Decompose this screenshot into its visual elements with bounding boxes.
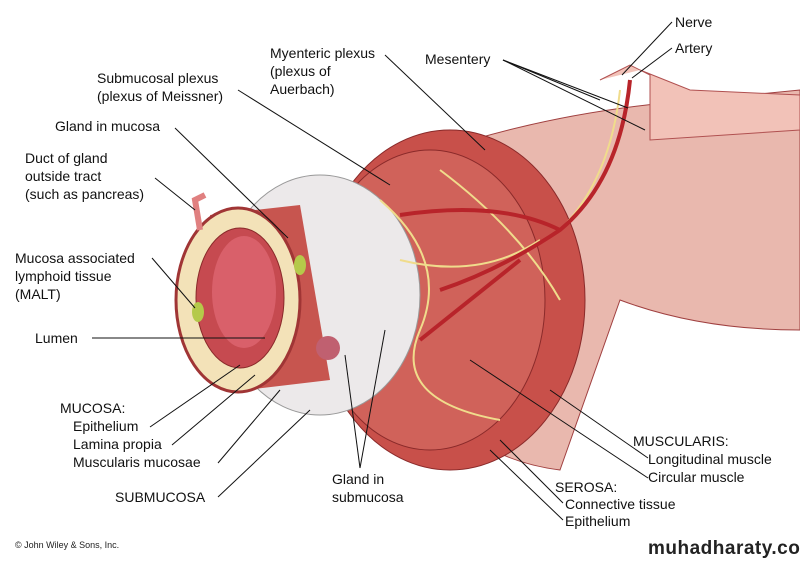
label-muscularis-title: MUSCULARIS:: [633, 433, 729, 449]
leader-lines: [92, 21, 673, 521]
label-gland-in-mucosa: Gland in mucosa: [55, 118, 161, 134]
label-line: Gland in: [332, 471, 385, 487]
label-duct-of-gland: Duct of gland outside tract (such as pan…: [25, 149, 144, 203]
label-mucosa: MUCOSA: Epithelium Lamina propia Muscula…: [60, 399, 201, 471]
label-serosa: SEROSA: Connective tissue Epithelium: [555, 478, 676, 530]
label-mucosa-title: MUCOSA:: [60, 400, 126, 416]
watermark: muhadharaty.com: [648, 538, 800, 559]
copyright: © John Wiley & Sons, Inc.: [15, 540, 120, 550]
label-longitudinal-muscle: Longitudinal muscle: [648, 451, 772, 467]
label-line: Submucosal plexus: [97, 70, 219, 86]
label-lumen: Lumen: [35, 330, 78, 346]
label-serosa-epithelium: Epithelium: [565, 513, 631, 529]
label-artery: Artery: [675, 40, 713, 56]
label-line: Mucosa associated: [15, 250, 135, 266]
label-line: submucosa: [332, 489, 404, 505]
malt-nodule: [294, 255, 306, 275]
mesentery: [599, 64, 800, 141]
label-gland-in-submucosa: Gland in submucosa: [332, 470, 404, 506]
label-line: outside tract: [25, 168, 102, 184]
label-line: (plexus of Meissner): [97, 88, 224, 104]
label-line: lymphoid tissue: [15, 268, 112, 284]
label-malt: Mucosa associated lymphoid tissue (MALT): [15, 249, 135, 303]
label-muscularis-mucosae: Muscularis mucosae: [73, 454, 201, 470]
label-line: (MALT): [15, 286, 61, 302]
label-line: (plexus of: [270, 63, 331, 79]
malt-nodule: [192, 302, 204, 322]
label-line: (such as pancreas): [25, 186, 145, 202]
label-muscularis: MUSCULARIS: Longitudinal muscle Circular…: [633, 432, 772, 486]
label-nerve: Nerve: [675, 14, 713, 30]
label-line: Myenteric plexus: [270, 45, 376, 61]
label-mesentery: Mesentery: [425, 51, 491, 67]
artery-branches: [399, 79, 632, 342]
duct-of-gland: [191, 192, 207, 231]
label-circular-muscle: Circular muscle: [648, 469, 745, 485]
label-line: Duct of gland: [25, 150, 108, 166]
label-submucosal-plexus: Submucosal plexus (plexus of Meissner): [97, 69, 223, 105]
label-lamina-propia: Lamina propia: [73, 436, 162, 452]
label-myenteric-plexus: Myenteric plexus (plexus of Auerbach): [270, 44, 375, 98]
submucosal-gland: [316, 336, 340, 360]
label-epithelium: Epithelium: [73, 418, 139, 434]
label-line: Auerbach): [270, 81, 335, 97]
lumen: [212, 236, 276, 348]
label-serosa-title: SEROSA:: [555, 479, 618, 495]
label-submucosa: SUBMUCOSA: [115, 489, 206, 505]
label-connective-tissue: Connective tissue: [565, 496, 676, 512]
